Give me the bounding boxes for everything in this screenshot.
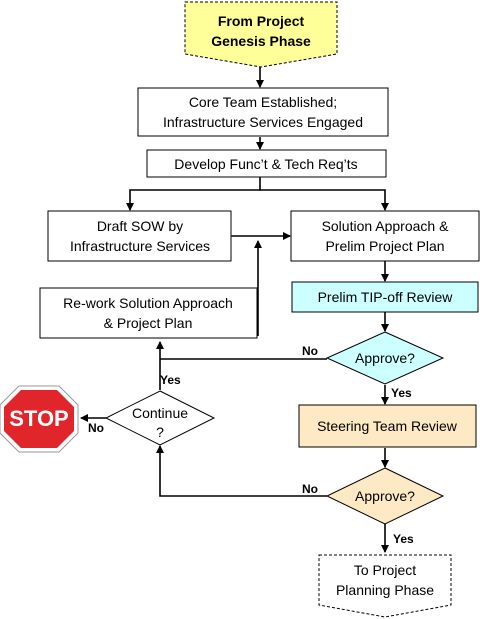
solution-line2: Prelim Project Plan	[325, 238, 444, 254]
node-solution: Solution Approach & Prelim Project Plan	[290, 210, 480, 262]
to-project-shape	[318, 554, 452, 618]
approve1-no-label: No	[302, 344, 318, 358]
continue-no-label: No	[88, 421, 104, 435]
core-team-box	[137, 87, 389, 137]
prelim-tip-line1: Prelim TIP-off Review	[318, 289, 454, 305]
continue-yes-label: Yes	[160, 373, 181, 387]
approve2-no-label: No	[302, 482, 318, 496]
develop-box	[146, 149, 387, 178]
solution-box	[290, 210, 480, 262]
approve1-label: Approve?	[355, 350, 415, 366]
core-team-line2: Infrastructure Services Engaged	[163, 114, 363, 130]
continue-line1: Continue	[132, 405, 188, 421]
node-draft-sow: Draft SOW by Infrastructure Services	[47, 210, 232, 262]
node-steering: Steering Team Review	[298, 404, 477, 448]
node-approve1: Approve?	[325, 331, 445, 385]
draft-sow-line2: Infrastructure Services	[70, 238, 210, 254]
approve2-diamond	[325, 467, 445, 525]
to-project-line2: Planning Phase	[336, 582, 434, 598]
draft-sow-line1: Draft SOW by	[97, 218, 183, 234]
continue-diamond	[104, 390, 216, 446]
to-project-line1: To Project	[354, 562, 416, 578]
from-project-line2: Genesis Phase	[211, 33, 311, 49]
approve1-diamond	[325, 331, 445, 385]
solution-line1: Solution Approach &	[322, 218, 450, 234]
stop-sign-icon	[4, 390, 74, 448]
edge-develop-to-solution	[260, 189, 389, 211]
prelim-tip-box	[291, 281, 479, 313]
approve1-yes-label: Yes	[391, 386, 412, 400]
node-continue: Continue ?	[104, 390, 216, 446]
continue-line2: ?	[156, 424, 164, 440]
rework-line2: & Project Plan	[104, 315, 193, 331]
node-approve2: Approve?	[325, 467, 445, 525]
node-prelim-tip: Prelim TIP-off Review	[291, 281, 479, 313]
rework-line1: Re-work Solution Approach	[63, 295, 233, 311]
approve2-label: Approve?	[355, 488, 415, 504]
from-project-line1: From Project	[218, 13, 305, 29]
approve2-yes-label: Yes	[393, 532, 414, 546]
node-stop: STOP	[0, 385, 79, 453]
connectors	[80, 67, 389, 553]
develop-line1: Develop Func’t & Tech Req’ts	[174, 156, 357, 172]
steering-box	[298, 404, 477, 448]
from-project-shape	[184, 1, 338, 68]
node-to-project: To Project Planning Phase	[318, 554, 452, 618]
node-rework: Re-work Solution Approach & Project Plan	[39, 287, 258, 339]
node-core-team: Core Team Established; Infrastructure Se…	[137, 87, 389, 137]
draft-sow-box	[47, 210, 232, 262]
edge-labels: No Yes Yes No No Yes	[88, 344, 414, 546]
edge-develop-to-draft	[126, 177, 261, 211]
steering-line1: Steering Team Review	[317, 418, 458, 434]
core-team-line1: Core Team Established;	[189, 94, 337, 110]
node-develop: Develop Func’t & Tech Req’ts	[146, 149, 387, 178]
rework-box	[39, 287, 258, 339]
edge-approve2-no	[156, 445, 327, 497]
node-from-project: From Project Genesis Phase	[184, 1, 338, 68]
stop-label: STOP	[9, 406, 69, 431]
